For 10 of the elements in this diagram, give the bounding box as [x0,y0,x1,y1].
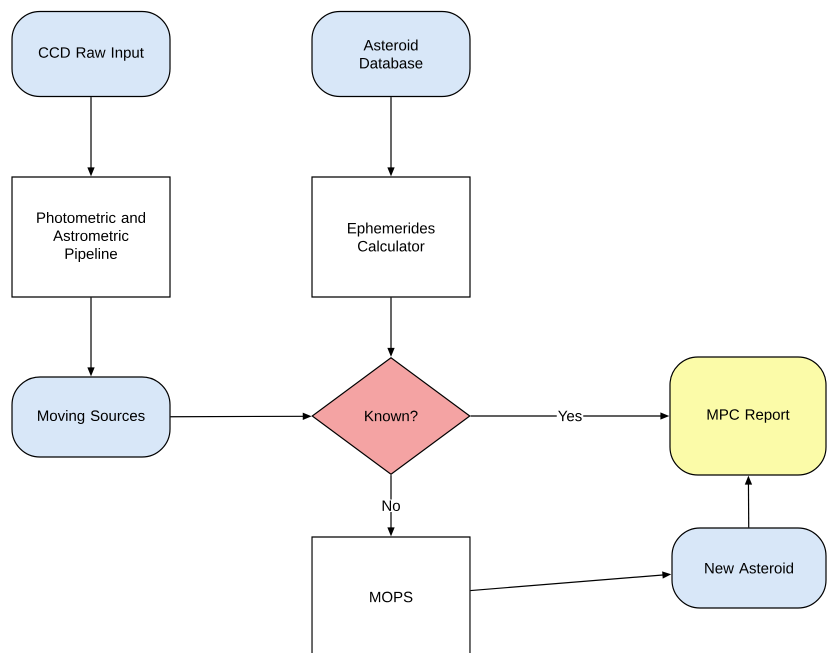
edge-label: No [382,500,400,511]
process-box: MOPS [311,536,471,653]
terminal-box: Moving Sources [11,376,171,458]
terminal-box: New Asteroid [671,527,827,609]
terminal-box: CCD Raw Input [11,10,171,98]
terminal-box: MPC Report [669,356,827,476]
edge-label: Yes [558,410,582,422]
terminal-box: Asteroid Database [311,10,471,98]
process-box: Ephemerides Calculator [311,176,471,298]
process-box: Photometric and Astrometric Pipeline [11,176,171,298]
